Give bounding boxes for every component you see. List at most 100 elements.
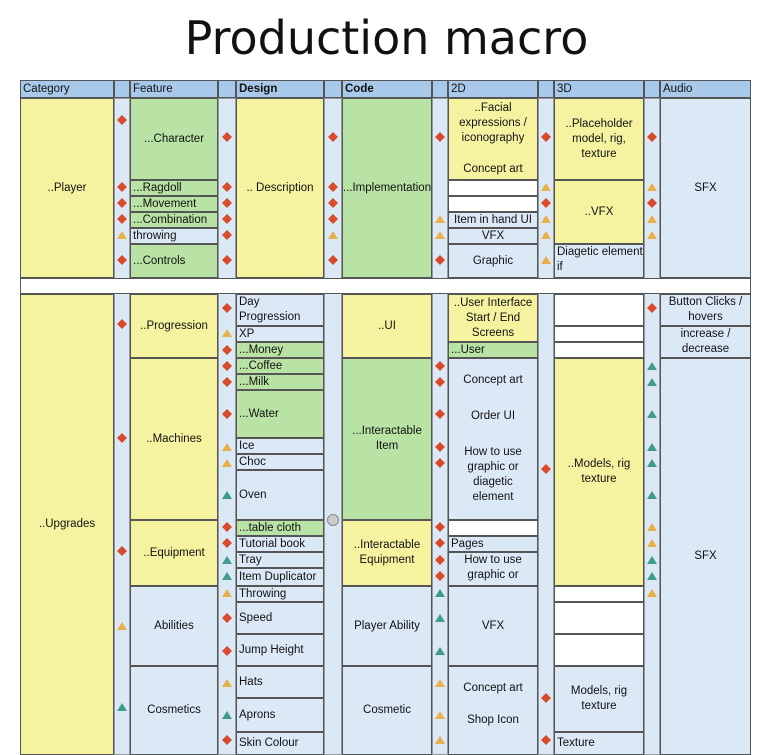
cell-design-choc[interactable]: Choc bbox=[236, 454, 324, 470]
yellow-triangle-icon bbox=[541, 214, 551, 224]
red-diamond-icon bbox=[222, 303, 232, 313]
cell-3d-models[interactable]: ..Models, rig texture bbox=[554, 358, 644, 586]
green-triangle-icon bbox=[435, 646, 445, 656]
cell-empty[interactable] bbox=[554, 586, 644, 602]
red-diamond-icon bbox=[222, 132, 232, 142]
cell-2d-facial[interactable]: ..Facial expressions / iconography Conce… bbox=[448, 98, 538, 180]
cell-2d-vfx[interactable]: VFX bbox=[448, 228, 538, 244]
cell-2d-vfx[interactable]: VFX bbox=[448, 586, 538, 666]
cell-feature-cosmetics[interactable]: Cosmetics bbox=[130, 666, 218, 755]
header-feature[interactable]: Feature bbox=[130, 80, 218, 98]
cell-design-xp[interactable]: XP bbox=[236, 326, 324, 342]
cell-design-tablecloth[interactable]: ...table cloth bbox=[236, 520, 324, 536]
cell-design-speed[interactable]: Speed bbox=[236, 602, 324, 634]
cell-2d-graphic[interactable]: Graphic bbox=[448, 244, 538, 278]
cell-design-description[interactable]: .. Description bbox=[236, 98, 324, 278]
cell-design-money[interactable]: ...Money bbox=[236, 342, 324, 358]
cell-audio-sfx[interactable]: SFX bbox=[660, 358, 751, 755]
spreadsheet: Category Feature Design Code 2D 3D Audio… bbox=[20, 80, 751, 755]
cell-design-hats[interactable]: Hats bbox=[236, 666, 324, 698]
cell-category-player[interactable]: ..Player bbox=[20, 98, 114, 278]
cell-design-tray[interactable]: Tray bbox=[236, 552, 324, 568]
cell-feature-controls[interactable]: ...Controls bbox=[130, 244, 218, 278]
cell-empty[interactable] bbox=[448, 520, 538, 536]
cell-design-jump[interactable]: Jump Height bbox=[236, 634, 324, 666]
cell-design-milk[interactable]: ...Milk bbox=[236, 374, 324, 390]
cell-feature-character[interactable]: ...Character bbox=[130, 98, 218, 180]
cell-design-coffee[interactable]: ...Coffee bbox=[236, 358, 324, 374]
marker-column bbox=[538, 98, 554, 755]
header-3d[interactable]: 3D bbox=[554, 80, 644, 98]
cell-code-ui[interactable]: ..UI bbox=[342, 294, 432, 358]
cell-category-upgrades[interactable]: ..Upgrades bbox=[20, 294, 114, 755]
red-diamond-icon bbox=[222, 345, 232, 355]
cell-code-interactable-item[interactable]: ...Interactable Item bbox=[342, 358, 432, 520]
cell-empty[interactable] bbox=[554, 602, 644, 634]
yellow-triangle-icon bbox=[222, 328, 232, 338]
cell-2d-pages[interactable]: Pages bbox=[448, 536, 538, 552]
cell-design-throwing[interactable]: Throwing bbox=[236, 586, 324, 602]
green-triangle-icon bbox=[222, 490, 232, 500]
cell-2d-user[interactable]: ...User bbox=[448, 342, 538, 358]
cell-3d-placeholder[interactable]: ..Placeholder model, rig, texture bbox=[554, 98, 644, 180]
cell-code-cosmetic[interactable]: Cosmetic bbox=[342, 666, 432, 755]
cell-empty[interactable] bbox=[554, 326, 644, 342]
cell-design-ice[interactable]: Ice bbox=[236, 438, 324, 454]
red-diamond-icon bbox=[541, 735, 551, 745]
cell-feature-combination[interactable]: ...Combination bbox=[130, 212, 218, 228]
cell-feature-equipment[interactable]: ..Equipment bbox=[130, 520, 218, 586]
red-diamond-icon bbox=[435, 538, 445, 548]
red-diamond-icon bbox=[222, 538, 232, 548]
red-diamond-icon bbox=[647, 198, 657, 208]
cell-design-oven[interactable]: Oven bbox=[236, 470, 324, 520]
cell-3d-models-rig[interactable]: Models, rig texture bbox=[554, 666, 644, 732]
cell-design-skin[interactable]: Skin Colour bbox=[236, 732, 324, 755]
yellow-triangle-icon bbox=[435, 735, 445, 745]
cell-design-day[interactable]: Day Progression bbox=[236, 294, 324, 326]
cell-feature-ragdoll[interactable]: ...Ragdoll bbox=[130, 180, 218, 196]
header-category[interactable]: Category bbox=[20, 80, 114, 98]
yellow-triangle-icon bbox=[117, 621, 127, 631]
cell-design-tutorial[interactable]: Tutorial book bbox=[236, 536, 324, 552]
text-facial: ..Facial expressions / iconography bbox=[459, 102, 527, 144]
marker-column bbox=[114, 98, 130, 755]
cell-3d-texture[interactable]: Texture bbox=[554, 732, 644, 755]
cell-empty[interactable] bbox=[554, 634, 644, 666]
green-triangle-icon bbox=[647, 377, 657, 387]
header-audio[interactable]: Audio bbox=[660, 80, 751, 98]
cell-design-aprons[interactable]: Aprons bbox=[236, 698, 324, 732]
cell-empty[interactable] bbox=[554, 294, 644, 326]
header-design[interactable]: Design bbox=[236, 80, 324, 98]
red-diamond-icon bbox=[435, 377, 445, 387]
cell-feature-machines[interactable]: ..Machines bbox=[130, 358, 218, 520]
header-code[interactable]: Code bbox=[342, 80, 432, 98]
cell-feature-progression[interactable]: ..Progression bbox=[130, 294, 218, 358]
cell-code-interactable-equipment[interactable]: ..Interactable Equipment bbox=[342, 520, 432, 586]
cell-code-implementation[interactable]: ...Implementation bbox=[342, 98, 432, 278]
cell-2d-item-in-hand[interactable]: Item in hand UI bbox=[448, 212, 538, 228]
resize-handle[interactable] bbox=[327, 514, 339, 526]
yellow-triangle-icon bbox=[222, 678, 232, 688]
cell-empty[interactable] bbox=[554, 342, 644, 358]
cell-2d-concept-group[interactable]: Concept art Order UI How to use graphic … bbox=[448, 358, 538, 520]
cell-2d-how-to-use[interactable]: How to use graphic or bbox=[448, 552, 538, 586]
cell-design-water[interactable]: ...Water bbox=[236, 390, 324, 438]
cell-2d-ui-start[interactable]: ..User Interface Start / End Screens bbox=[448, 294, 538, 342]
cell-audio-button-clicks[interactable]: Button Clicks / hovers bbox=[660, 294, 751, 326]
cell-audio-increase[interactable]: increase / decrease bbox=[660, 326, 751, 358]
cell-audio-sfx[interactable]: SFX bbox=[660, 98, 751, 278]
cell-2d-cosmetic-art[interactable]: Concept art Shop Icon bbox=[448, 666, 538, 755]
cell-empty[interactable] bbox=[448, 180, 538, 196]
cell-3d-vfx[interactable]: ..VFX bbox=[554, 180, 644, 244]
cell-feature-throwing[interactable]: throwing bbox=[130, 228, 218, 244]
cell-empty[interactable] bbox=[448, 196, 538, 212]
header-2d[interactable]: 2D bbox=[448, 80, 538, 98]
cell-feature-movement[interactable]: ...Movement bbox=[130, 196, 218, 212]
cell-feature-abilities[interactable]: Abilities bbox=[130, 586, 218, 666]
cell-design-duplicator[interactable]: Item Duplicator bbox=[236, 568, 324, 586]
cell-3d-diagetic[interactable]: Diagetic element if bbox=[554, 244, 644, 278]
cell-code-player-ability[interactable]: Player Ability bbox=[342, 586, 432, 666]
red-diamond-icon bbox=[117, 198, 127, 208]
red-diamond-icon bbox=[328, 255, 338, 265]
red-diamond-icon bbox=[435, 409, 445, 419]
